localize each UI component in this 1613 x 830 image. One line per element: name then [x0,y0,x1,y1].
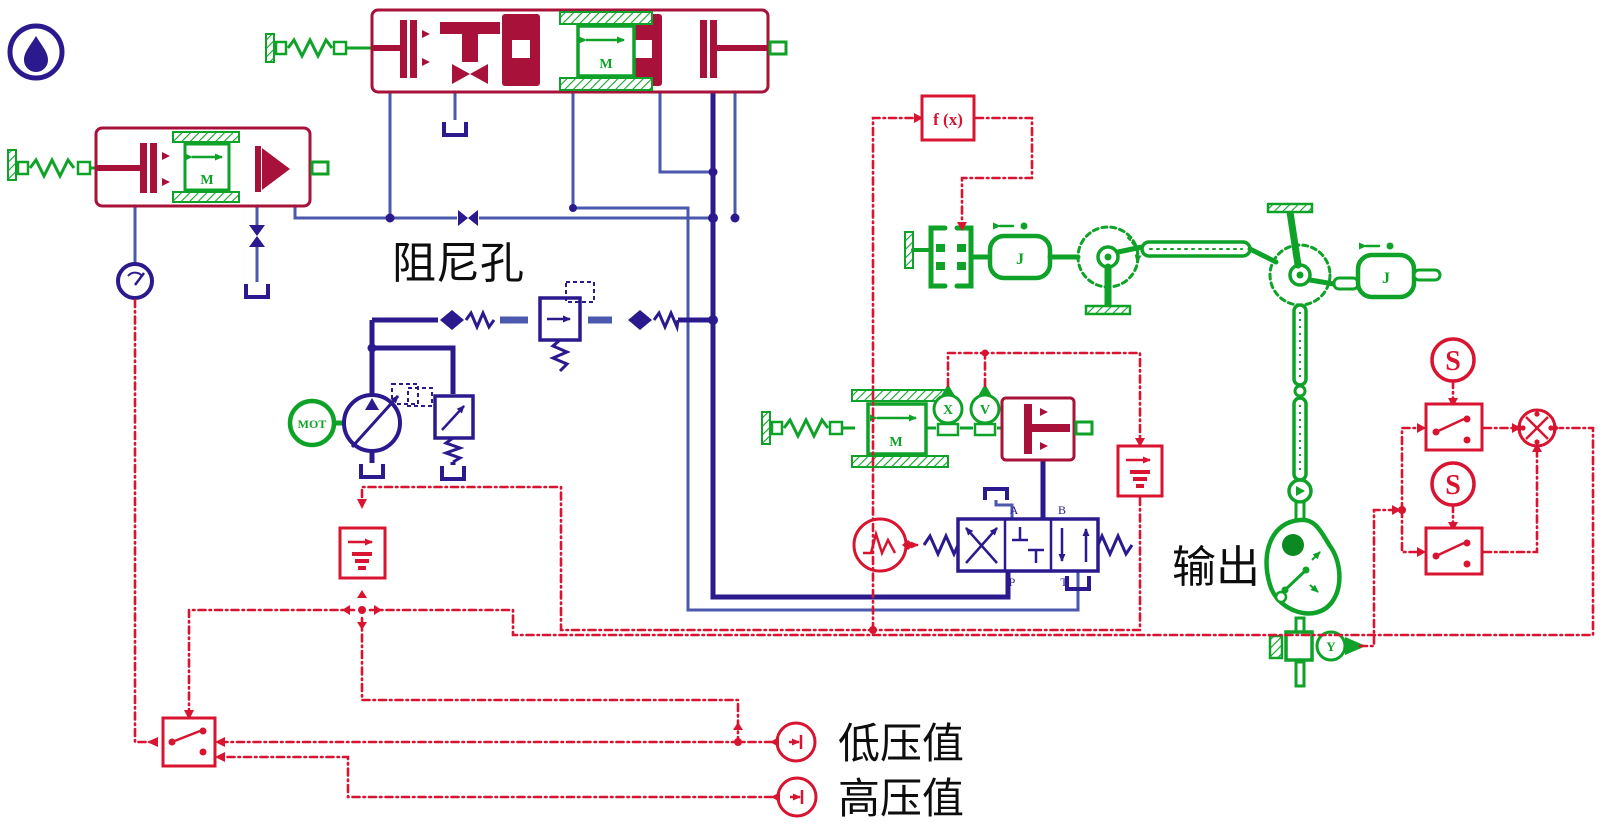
tank-icon[interactable] [442,122,468,137]
function-label: f (x) [933,110,963,129]
hydraulic-lines-light [133,92,1080,612]
t-spool [440,22,500,34]
source-lower-label: S [1445,470,1461,501]
friction-pad [559,11,653,25]
friction-pad [851,455,949,468]
servo-directional-valve[interactable]: A B P T [922,503,1134,589]
ground-hatch [1268,634,1284,660]
tank-icon[interactable] [440,466,466,481]
high-pressure-constant[interactable] [771,776,818,818]
ground-hatch [7,149,17,181]
mechanical-drive-train[interactable]: J J [904,202,1442,316]
signal-generator[interactable] [852,517,919,573]
valve-body [956,517,1100,573]
hydraulic-lines-main [369,92,1046,600]
mass-block [576,24,636,78]
signal-arrowheads [147,113,1542,762]
top-main-valve-assembly[interactable]: M [265,8,788,94]
pilot-box [391,383,419,405]
multiplier-junction[interactable] [1515,408,1559,448]
signal-source-upper[interactable]: S [1430,337,1476,383]
shaft-lower [1292,396,1308,482]
inertia-left-label: J [1016,251,1024,268]
sensor-cone [1345,637,1366,655]
spring-icon [28,156,76,180]
signal-converter-block-left[interactable] [338,526,387,580]
mass-block [183,142,231,192]
load-mass-group[interactable]: M X V [761,384,1004,468]
ground-hatch [265,33,275,63]
signal-lines [133,116,1595,799]
port-t-label: T [1060,575,1068,589]
pressure-gauge[interactable] [116,262,154,300]
spring-icon [922,532,960,558]
check-valve-icon[interactable] [628,310,652,330]
shaft-upper [1292,303,1308,387]
check-valve-icon[interactable] [440,310,464,330]
green-port [310,160,330,176]
sensor-v-label: V [980,403,990,418]
port-a-label: A [1010,503,1019,517]
damping-orifice-row[interactable] [440,281,680,373]
output-label: 输出 [1172,543,1260,592]
ceiling-mount [1266,202,1314,214]
green-port [768,40,788,56]
line-junction-dots [367,167,740,353]
sensor-y-label: Y [1326,639,1336,654]
tank-symbols[interactable] [244,122,1091,591]
signal-junction-dots [358,349,1406,746]
friction-pad [172,131,240,143]
tank-icon[interactable] [1065,576,1091,591]
low-pressure-label: 低压值 [838,722,964,768]
fluid-drop-logo[interactable] [7,23,65,81]
inertia-right-label: J [1382,270,1390,287]
sensor-x-label: X [943,403,953,418]
selector-switch-upper[interactable] [1424,402,1484,452]
throttle-valve-horizontal[interactable] [458,210,478,226]
pilot-box [565,281,595,303]
green-port [1074,420,1094,436]
tank-icon[interactable] [983,487,1009,500]
pivot-block [1284,630,1314,662]
spring-icon [286,36,334,60]
friction-pad [851,389,949,402]
port-b-label: B [1058,503,1066,517]
hydraulic-piston[interactable] [1000,396,1094,462]
mass-label: M [200,173,213,188]
damping-orifice-label: 阻尼孔 [392,239,524,288]
left-servo-valve-assembly[interactable]: M [7,126,330,208]
cross-junction [342,590,382,630]
shutoff-valve-vertical[interactable] [249,225,265,247]
spring-icon [1096,532,1134,558]
spring-icon [782,416,830,440]
selector-switch-bottom[interactable] [161,716,217,768]
spring-icon [549,338,571,373]
tank-icon[interactable] [244,284,270,299]
source-upper-label: S [1445,346,1461,377]
output-linkage-group[interactable]: Y [1264,303,1366,688]
tank-icon[interactable] [359,464,385,479]
selector-switch-lower[interactable] [1424,526,1484,576]
pressure-compensator[interactable] [538,296,582,342]
ground-hatch [761,411,771,445]
mass-label: M [599,57,612,72]
flapper-nozzle [262,148,290,190]
ground-mount [1084,304,1132,316]
prime-mover-label: MOT [298,417,327,431]
port-p-label: P [1009,575,1016,589]
mass-label: M [889,435,902,450]
pump-station[interactable]: MOT [287,383,475,464]
signal-source-lower[interactable]: S [1430,461,1476,507]
low-pressure-constant[interactable] [770,721,817,763]
high-pressure-label: 高压值 [838,777,964,823]
friction-pad [559,77,653,91]
signal-converter-block-right[interactable] [1116,444,1164,498]
clutch-plate[interactable] [928,225,948,289]
spring-icon [441,436,465,464]
function-block[interactable]: f (x) [920,94,976,142]
mass-block[interactable] [866,402,928,456]
friction-pad [172,191,240,203]
